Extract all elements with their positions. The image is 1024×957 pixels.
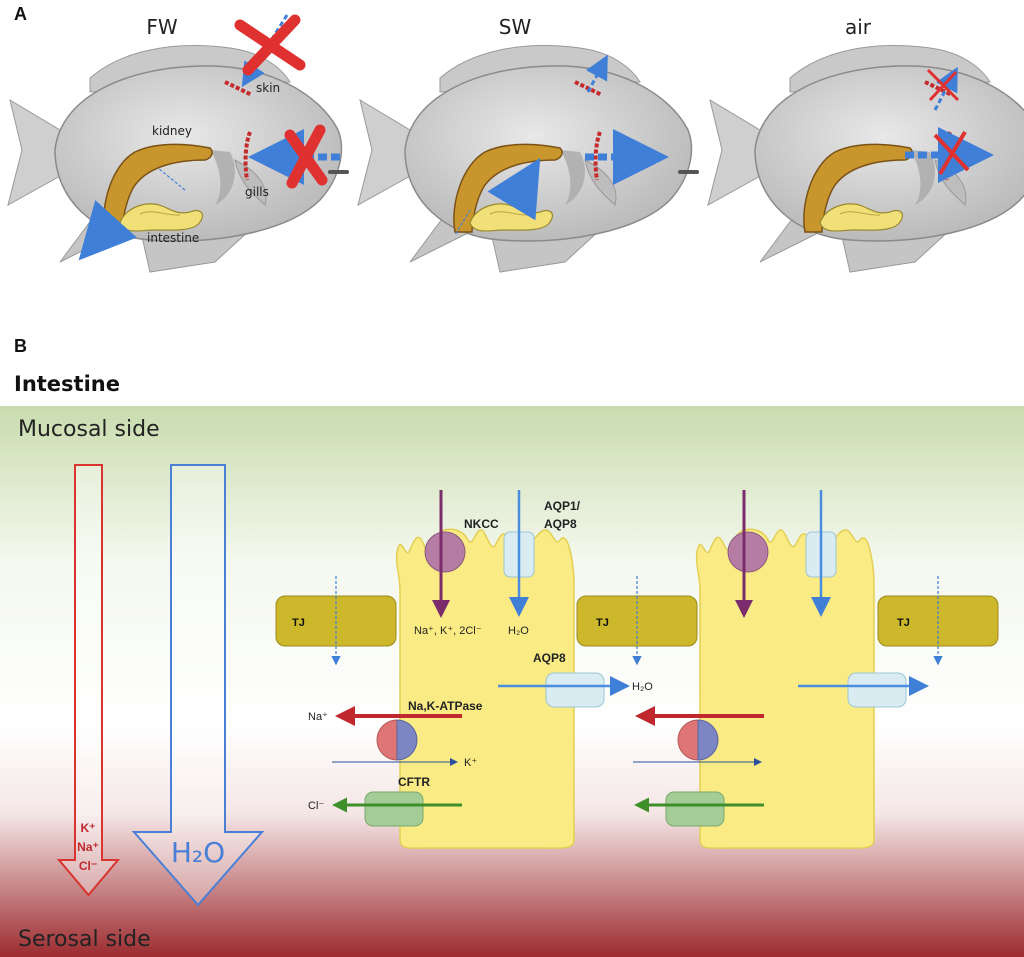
aqp8-basolateral-channel: [545, 672, 605, 708]
apical-water-label: H₂O: [508, 625, 529, 637]
sw-skin-arrow: [585, 54, 608, 93]
cftr-channel: [364, 791, 424, 827]
aqp8-apical-label: AQP8: [544, 517, 577, 531]
fish-fw: FW kidney skin gills intestine: [6, 14, 349, 274]
fw-skin-block-x: [234, 14, 306, 76]
tj-right-label: TJ: [897, 617, 910, 629]
gradient-ion-cl: Cl⁻: [79, 859, 97, 873]
nkcc-transporter: [424, 531, 466, 573]
kidney-label: kidney: [152, 124, 192, 138]
water-gradient-arrow: [131, 464, 265, 907]
fw-urine-arrow: [78, 200, 137, 261]
panel-a-label: A: [14, 4, 27, 24]
fish-air: air: [706, 15, 1024, 274]
na-k-atpase-pump: [376, 719, 418, 761]
sw-intestine-arrow: [487, 157, 541, 221]
skin-label: skin: [256, 81, 280, 95]
fish-sw: SW: [356, 15, 699, 274]
panel-b-label: B: [14, 336, 27, 356]
mucosal-side-label: Mucosal side: [18, 417, 160, 442]
cl-ion-label: Cl⁻: [308, 800, 324, 812]
enterocyte-1: [332, 490, 630, 849]
na-ion-label: Na⁺: [308, 711, 328, 723]
nkcc-transporter-2: [727, 531, 769, 573]
aqp1-label: AQP1/: [544, 499, 581, 513]
fw-water-arrows: [78, 14, 340, 261]
gradient-ion-k: K⁺: [81, 821, 96, 835]
air-skin-block-x: [926, 68, 960, 102]
gradient-ion-na: Na⁺: [77, 840, 99, 854]
condition-air: air: [845, 15, 872, 39]
nkcc-label: NKCC: [464, 517, 499, 531]
serosal-side-label: Serosal side: [18, 927, 151, 952]
fw-kidney-arrow: [157, 167, 186, 191]
tj-middle-label: TJ: [596, 617, 609, 629]
gradient-water-label: H₂O: [171, 836, 225, 869]
cftr-label: CFTR: [398, 775, 430, 789]
na-k-atpase-label: Na,K-ATPase: [408, 699, 483, 713]
cftr-channel-2: [665, 791, 725, 827]
fw-gill-block-x: [284, 124, 328, 189]
aqp8-channel-2: [847, 672, 907, 708]
ion-gradient-arrow: [56, 464, 121, 897]
condition-fw: FW: [146, 15, 178, 39]
tj-left-label: TJ: [292, 617, 305, 629]
nkcc-ions-label: Na⁺, K⁺, 2Cl⁻: [414, 625, 482, 637]
k-ion-label: K⁺: [464, 757, 477, 769]
aqp8-label: AQP8: [533, 651, 566, 665]
air-gill-block-x: [933, 130, 970, 176]
enterocyte-2: [633, 490, 929, 849]
condition-sw: SW: [499, 15, 532, 39]
basolateral-water-label: H₂O: [632, 681, 653, 693]
intestine-title: Intestine: [14, 372, 120, 396]
na-k-atpase-pump-2: [677, 719, 719, 761]
intestine-label: intestine: [147, 231, 199, 245]
gills-label: gills: [245, 185, 269, 199]
